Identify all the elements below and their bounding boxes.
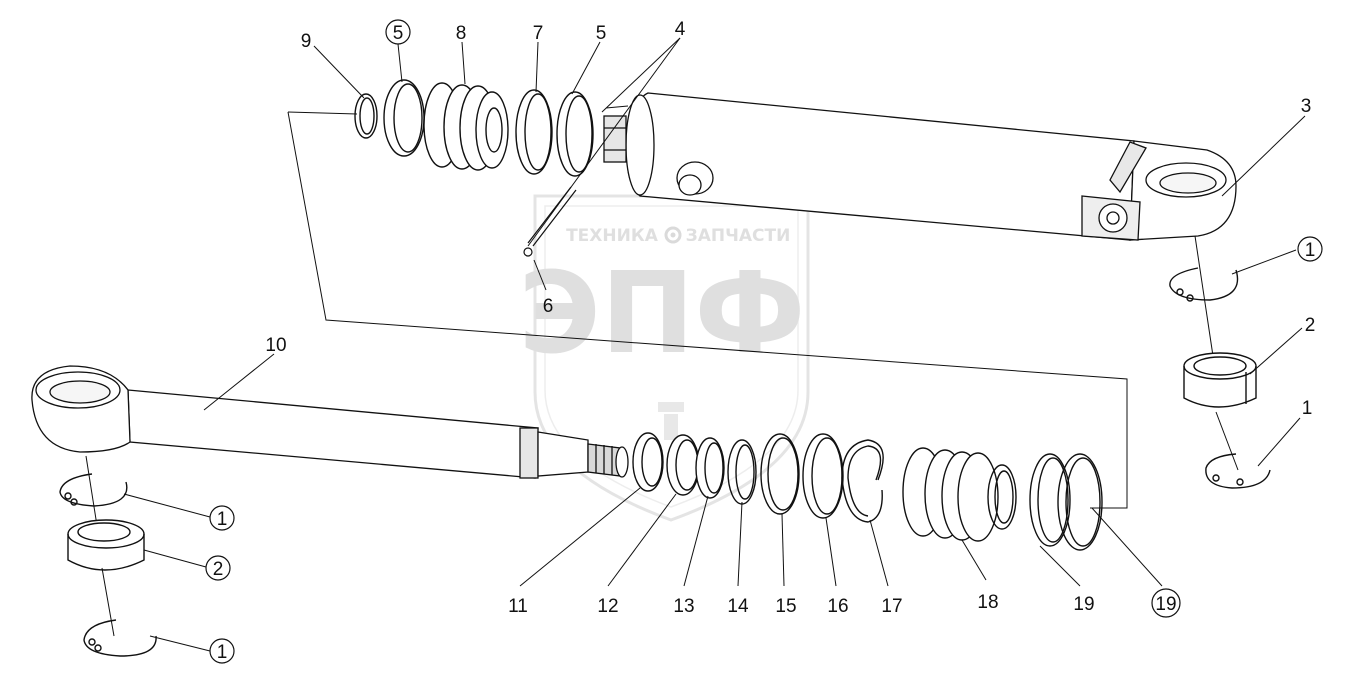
callout-1-right-bottom: 1 — [1302, 398, 1313, 419]
callout-17: 17 — [881, 596, 902, 617]
callout-9: 9 — [301, 31, 312, 52]
callout-14: 14 — [727, 596, 749, 617]
callout-16: 16 — [827, 596, 848, 617]
watermark-logo-text: ЭПФ — [519, 249, 806, 379]
callout-6: 6 — [543, 296, 554, 317]
callout-circle-2-left — [205, 555, 231, 581]
callout-18: 18 — [977, 592, 998, 613]
top-seal-rings — [354, 79, 594, 177]
callout-10: 10 — [265, 335, 286, 356]
callout-circle-1-right-top — [1297, 236, 1323, 262]
callout-circle-5 — [385, 19, 411, 45]
callout-circle-19 — [1151, 588, 1181, 618]
lower-seal-rings — [632, 432, 1103, 551]
callout-5-circled: 5 — [393, 23, 404, 44]
callout-1-left-bottom: 1 — [217, 642, 228, 663]
callout-8: 8 — [456, 23, 467, 44]
callout-1-right-top: 1 — [1305, 240, 1316, 261]
callout-7: 7 — [533, 23, 544, 44]
watermark-text-right: ЗАПЧАСТИ — [686, 226, 791, 246]
callout-circle-1-left-bottom — [209, 638, 235, 664]
callout-19-circled: 19 — [1155, 594, 1176, 615]
assembly-lines — [85, 105, 1239, 637]
cylinder-barrel — [603, 92, 1237, 241]
callout-2-left: 2 — [213, 559, 224, 580]
callout-circle-1-left-top — [209, 505, 235, 531]
callout-3: 3 — [1301, 96, 1312, 117]
callout-labels: 9 5 8 7 5 4 3 6 1 2 1 10 1 2 1 11 12 13 … — [205, 19, 1323, 664]
callout-1-left-top: 1 — [217, 509, 228, 530]
watermark-text-left: ТЕХНИКА — [566, 226, 659, 246]
callout-2-right: 2 — [1305, 315, 1316, 336]
left-lower-parts — [59, 473, 157, 657]
callout-12: 12 — [597, 596, 618, 617]
callout-15: 15 — [775, 596, 796, 617]
watermark: ТЕХНИКА ЗАПЧАСТИ ЭПФ — [519, 194, 810, 522]
watermark-trident-icon — [658, 402, 684, 440]
piston-rod — [31, 365, 629, 479]
callout-19: 19 — [1073, 594, 1094, 615]
callout-5: 5 — [596, 23, 607, 44]
right-lower-parts — [1169, 267, 1271, 489]
callout-13: 13 — [673, 596, 694, 617]
callout-11: 11 — [508, 596, 528, 617]
watermark-shield-inner — [544, 205, 799, 508]
leader-lines — [123, 37, 1306, 652]
callout-4: 4 — [675, 19, 686, 40]
gear-icon — [664, 226, 682, 244]
